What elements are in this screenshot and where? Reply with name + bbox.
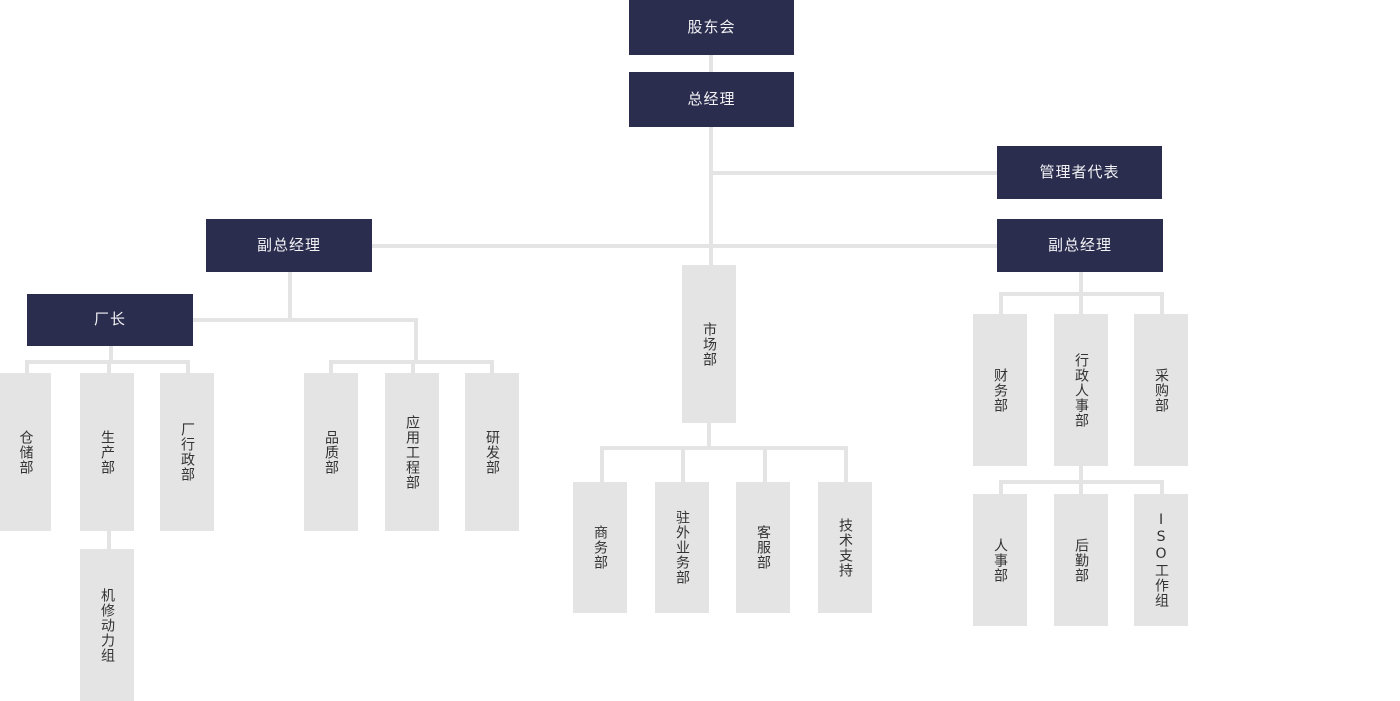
node-application-engineering[interactable]: 应用工程部 [385,373,439,531]
node-purchasing[interactable]: 采购部 [1134,314,1188,466]
node-marketing[interactable]: 市场部 [682,265,736,423]
node-general-manager[interactable]: 总经理 [629,72,794,127]
node-deputy-gm-left[interactable]: 副总经理 [206,219,372,272]
node-production[interactable]: 生产部 [80,373,134,531]
node-shareholders-label: 股东会 [687,17,736,36]
node-marketing-label: 市场部 [701,321,718,367]
connector-deputy-left-split [190,318,418,322]
node-quality-label: 品质部 [323,429,340,475]
node-management-representative-label: 管理者代表 [1039,162,1120,181]
node-iso-team[interactable]: ISO工作组 [1134,494,1188,626]
node-management-representative[interactable]: 管理者代表 [997,146,1162,199]
node-application-engineering-label: 应用工程部 [404,414,421,490]
node-business-label: 商务部 [592,525,609,570]
connector-to-iso-team [1160,480,1164,494]
node-quality[interactable]: 品质部 [304,373,358,531]
connector-gm-to-deputies [289,244,998,248]
node-business[interactable]: 商务部 [573,482,627,613]
node-shareholders[interactable]: 股东会 [629,0,794,55]
node-logistics[interactable]: 后勤部 [1054,494,1108,626]
node-iso-team-label: ISO工作组 [1153,512,1170,608]
node-tech-support[interactable]: 技术支持 [818,482,872,613]
node-factory-director[interactable]: 厂长 [27,294,193,346]
connector-gm-spine [709,126,713,265]
node-logistics-label: 后勤部 [1073,537,1090,583]
node-admin-hr-label: 行政人事部 [1073,352,1090,428]
connector-gm-to-management-rep [709,171,998,175]
node-admin-hr[interactable]: 行政人事部 [1054,314,1108,466]
connector-to-purchasing [1160,292,1164,314]
connector-to-admin-hr [1079,292,1083,314]
connector-to-rnd [490,360,494,374]
node-production-label: 生产部 [99,429,116,475]
node-finance-label: 财务部 [992,367,1009,413]
node-factory-admin[interactable]: 厂行政部 [160,373,214,531]
node-field-sales-label: 驻外业务部 [674,510,691,585]
node-rnd[interactable]: 研发部 [465,373,519,531]
connector-to-business [600,446,604,482]
node-tech-support-label: 技术支持 [837,517,854,578]
connector-to-finance [999,292,1003,314]
node-hr[interactable]: 人事部 [973,494,1027,626]
connector-to-warehouse [25,360,29,374]
connector-to-factory-admin [186,360,190,374]
node-customer-service[interactable]: 客服部 [736,482,790,613]
node-purchasing-label: 采购部 [1153,367,1170,413]
node-finance[interactable]: 财务部 [973,314,1027,466]
connector-production-to-maintenance [107,531,111,551]
node-maintenance-power[interactable]: 机修动力组 [80,549,134,701]
node-deputy-gm-right[interactable]: 副总经理 [997,219,1163,272]
connector-factory-director-down [109,346,113,364]
connector-admin-hr-down [1079,466,1083,484]
node-factory-director-label: 厂长 [93,310,126,329]
connector-shareholders-to-gm [709,54,713,72]
connector-deputy-left-down [288,270,292,320]
node-deputy-gm-left-label: 副总经理 [256,235,321,254]
connector-marketing-down [707,422,711,448]
node-general-manager-label: 总经理 [687,89,736,108]
connector-quality-group-drop [414,318,418,360]
connector-deputy-right-down [1079,270,1083,294]
node-factory-admin-label: 厂行政部 [179,422,196,482]
node-deputy-gm-right-label: 副总经理 [1047,235,1112,254]
connector-to-tech-support [844,446,848,482]
node-hr-label: 人事部 [992,537,1009,583]
connector-to-production [107,360,111,374]
connector-to-field-sales [681,446,685,482]
connector-to-application-eng [411,360,415,374]
connector-to-customer-service [763,446,767,482]
connector-to-hr [999,480,1003,494]
connector-marketing-children-bar [600,446,847,450]
connector-to-quality [329,360,333,374]
node-warehouse-label: 仓储部 [17,429,34,475]
node-rnd-label: 研发部 [484,429,501,475]
node-warehouse[interactable]: 仓储部 [0,373,51,531]
node-customer-service-label: 客服部 [755,525,772,570]
node-maintenance-power-label: 机修动力组 [99,587,116,663]
connector-to-logistics [1079,480,1083,494]
node-field-sales[interactable]: 驻外业务部 [655,482,709,613]
